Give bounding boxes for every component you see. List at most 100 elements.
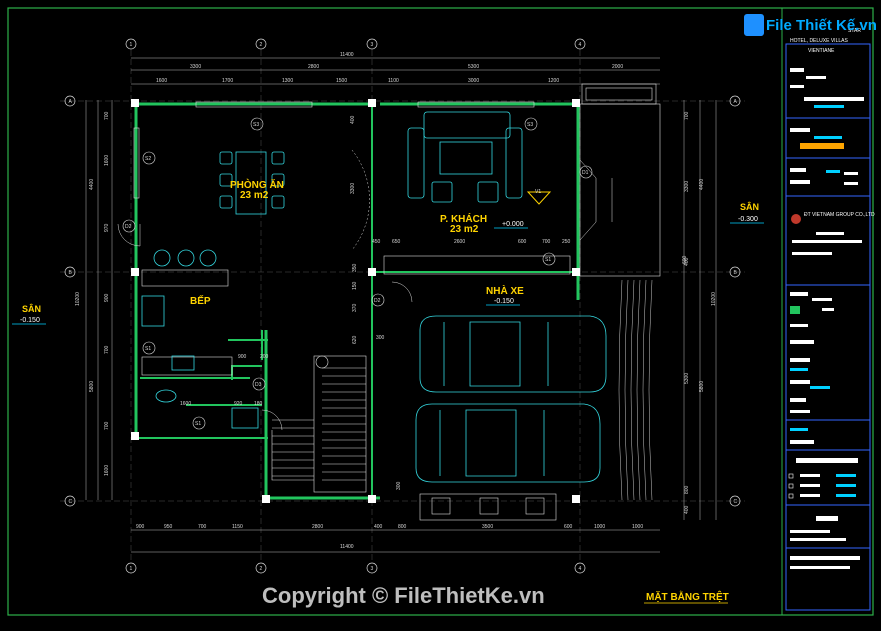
title-block-bar	[790, 128, 810, 132]
sheet-title: MẶT BẰNG TRỆT	[646, 590, 729, 603]
dim-top-r2: 5300	[468, 64, 479, 70]
dim-left-b: 1600	[104, 155, 110, 166]
project-line-2: HOTEL, DELUXE VILLAS	[790, 38, 848, 44]
title-block-bar	[836, 474, 856, 477]
dim-inner: 650	[392, 239, 401, 245]
dim-inner: 450	[372, 239, 381, 245]
title-block-bar	[792, 252, 832, 255]
title-block-bar	[800, 474, 820, 477]
dining-chair	[271, 195, 285, 209]
dim-right-a: 4400	[699, 179, 705, 190]
dining-chair	[219, 195, 233, 209]
tag-bubble	[579, 165, 593, 179]
grid-bubble	[255, 38, 267, 50]
dim-bottom: 1000	[632, 524, 643, 530]
grid-bubble	[366, 38, 378, 50]
title-block-bar	[790, 85, 804, 88]
dim-left-b: 1600	[104, 465, 110, 476]
bar-stool	[199, 249, 217, 267]
dim-inner: 600	[518, 239, 527, 245]
dim-left-b: 700	[104, 111, 110, 120]
dim-left-a: 5800	[89, 381, 95, 392]
title-block-bar	[790, 340, 814, 344]
tag-bubbles	[122, 117, 593, 430]
door-swing-double	[579, 159, 597, 241]
door-swing	[117, 223, 141, 247]
title-block-bar	[790, 410, 810, 413]
logo-text: File Thiết Kế.vn	[766, 17, 877, 34]
dim-right-b: 700	[684, 111, 690, 120]
grid-bubble	[729, 266, 741, 278]
checkbox-icon	[788, 483, 794, 489]
furniture	[141, 111, 607, 483]
title-block-bar	[790, 566, 850, 569]
grid-bubble	[729, 495, 741, 507]
tag-v1: V1	[535, 189, 541, 195]
column	[572, 268, 580, 276]
tag-text: S1	[195, 421, 201, 427]
armchair	[431, 181, 453, 203]
title-block-bar	[790, 368, 808, 371]
tag-text: S2	[145, 156, 151, 162]
grid-bubble-label: A	[734, 99, 738, 105]
tag-bubble	[250, 117, 264, 131]
room-labels: PHÒNG ĂN 23 m2 P. KHÁCH 23 m2 +0.000 BẾP…	[12, 178, 764, 325]
grid-bubble	[366, 562, 378, 574]
grid-bubble	[64, 95, 76, 107]
dim-left-a: 4400	[89, 179, 95, 190]
logo-mark	[744, 14, 764, 36]
ramp-line	[630, 279, 635, 501]
column	[131, 99, 139, 107]
tag-bubble	[542, 252, 556, 266]
car-2	[415, 403, 601, 483]
sink	[171, 355, 195, 371]
dim-inner: 920	[234, 401, 243, 407]
dim-inner: 400	[350, 115, 356, 124]
car-windshield	[469, 321, 521, 387]
dining-table	[235, 151, 267, 215]
title-block-bar	[810, 386, 830, 389]
car-body	[419, 315, 607, 393]
windows	[133, 83, 661, 521]
dim-bottom-overall: 11400	[340, 544, 354, 550]
dim-inner: 3300	[350, 183, 356, 194]
column	[262, 495, 270, 503]
title-block-frame	[785, 43, 871, 611]
title-block-bar	[814, 105, 844, 108]
title-block-bar	[790, 168, 806, 172]
car-body	[415, 403, 601, 483]
sofa-main	[423, 111, 511, 139]
title-block-bar	[844, 172, 858, 175]
dimension-lines	[85, 57, 717, 553]
sink-counter	[141, 356, 233, 376]
dim-top-r3: 1600	[156, 78, 167, 84]
window-box	[479, 497, 499, 515]
window	[419, 493, 557, 521]
dim-bottom: 400	[374, 524, 383, 530]
column	[368, 268, 376, 276]
title-block-bar	[836, 484, 856, 487]
dim-bottom: 2800	[312, 524, 323, 530]
walls	[134, 102, 580, 500]
sheet-frame	[7, 7, 874, 616]
dim-bottom: 700	[198, 524, 207, 530]
title-block-bar	[790, 530, 830, 533]
bar-stool	[153, 249, 171, 267]
view-symbol-icon	[526, 191, 552, 205]
dim-inner: 900	[238, 354, 247, 360]
wash-basin	[231, 407, 259, 429]
grid-bubble	[64, 495, 76, 507]
counter	[141, 269, 229, 287]
tag-bubble	[524, 117, 538, 131]
dining-chair	[271, 173, 285, 187]
grid-bubble-label: 3	[371, 42, 374, 48]
dim-top-r3: 1100	[388, 78, 399, 84]
dim-inner: 180	[254, 401, 263, 407]
title-block-bar	[800, 494, 820, 497]
window	[417, 101, 535, 108]
title-block-bar	[790, 398, 806, 402]
tag-labels: S3 S3 S2 D1 D2 D2 S1 S1 D3 S1	[125, 122, 589, 427]
dim-bottom: 3500	[482, 524, 493, 530]
